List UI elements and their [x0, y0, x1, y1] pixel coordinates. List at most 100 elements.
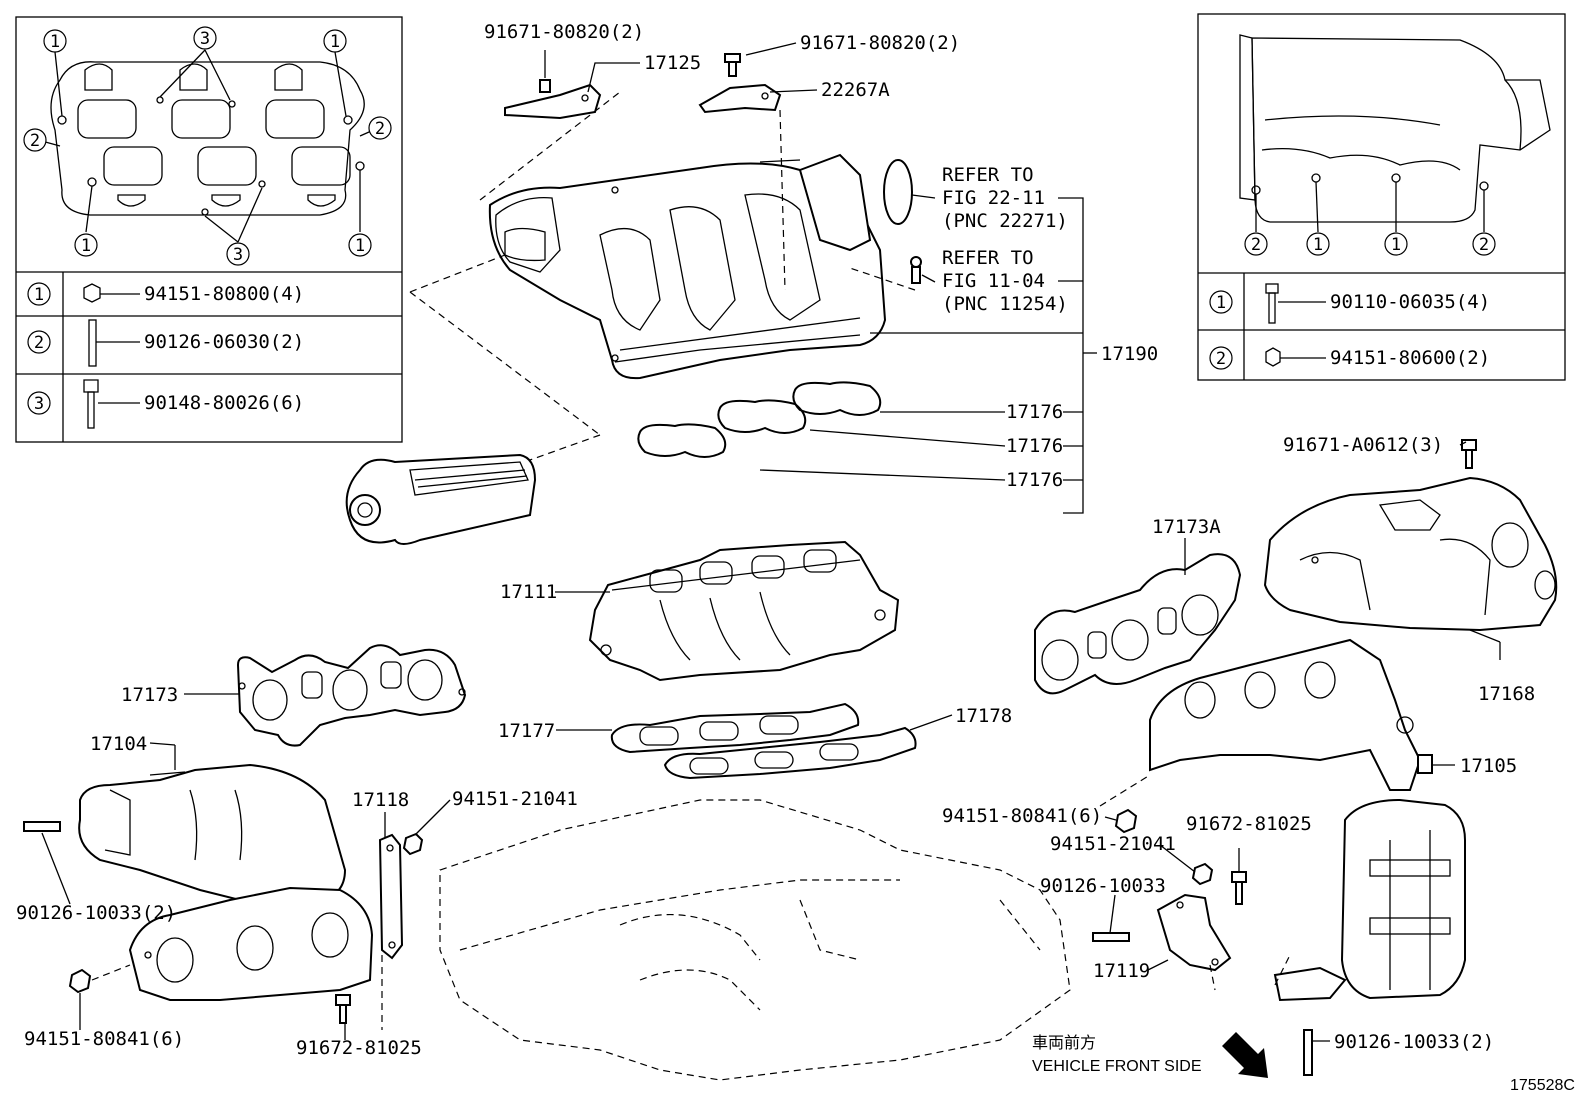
right-fasteners-drawing: [1092, 808, 1313, 1076]
svg-text:1: 1: [1216, 293, 1226, 313]
part-labels: 91671-80820(2) 91671-80820(2) 17125 2226…: [16, 21, 1575, 1094]
label-17118: 17118: [352, 789, 409, 811]
group-bracket-17190: [870, 197, 1097, 514]
svg-text:1: 1: [330, 32, 340, 52]
label-90126-10033-a: 90126-10033(2): [16, 902, 176, 924]
left-inset-panel: 1 3 1 2 2 1 3 1: [15, 16, 403, 443]
exhaust-manifold-left-drawing: [128, 886, 374, 1001]
bracket-17118-drawing: [378, 833, 404, 960]
svg-text:FIG 22-11: FIG 22-11: [942, 187, 1045, 209]
svg-text:1: 1: [355, 236, 365, 256]
label-17173A: 17173A: [1152, 516, 1221, 538]
label-17177: 17177: [498, 720, 555, 742]
label-17173: 17173: [121, 684, 178, 706]
pin-refer-11-04-drawing: [910, 256, 922, 284]
bracket-22267A-drawing: [698, 53, 782, 114]
label-17119: 17119: [1093, 960, 1150, 982]
label-94151-80841-a: 94151-80841(6): [24, 1028, 184, 1050]
label-17176-c: 17176: [1006, 469, 1063, 491]
right-inset-panel: 2 1 1 2 1 90110-06035(4) 2: [1197, 13, 1566, 381]
refer-note-22-11: REFER TO FIG 22-11 (PNC 22271): [942, 164, 1068, 232]
svg-text:REFER TO: REFER TO: [942, 247, 1034, 269]
label-91671-80820-a: 91671-80820(2): [484, 21, 644, 43]
bolt-91671-A0612-drawing: [1461, 439, 1477, 469]
label-17125: 17125: [644, 52, 701, 74]
refer-note-11-04: REFER TO FIG 11-04 (PNC 11254): [942, 247, 1068, 315]
svg-text:3: 3: [233, 245, 243, 265]
gasket-17173-drawing: [236, 644, 467, 747]
left-gasket-callout-4: 2: [23, 128, 47, 152]
left-gasket-callout-5: 2: [368, 116, 392, 140]
nut-icon: [83, 283, 101, 303]
direction-label-japanese: 車両前方: [1032, 1034, 1096, 1052]
svg-text:3: 3: [34, 394, 44, 414]
svg-text:1: 1: [81, 236, 91, 256]
label-91671-A0612: 91671-A0612(3): [1283, 434, 1443, 456]
svg-text:REFER TO: REFER TO: [942, 164, 1034, 186]
bracket-17119-drawing: [1156, 893, 1232, 972]
label-94151-80841-b: 94151-80841(6): [942, 805, 1102, 827]
left-legend-row-1: 1 94151-80800(4): [27, 282, 304, 306]
right-panel-callout-1: 2: [1244, 232, 1268, 256]
direction-label-english: VEHICLE FRONT SIDE: [1032, 1058, 1202, 1075]
assembly-lines: [91, 91, 1291, 1030]
label-94151-21041-a: 94151-21041: [452, 788, 578, 810]
label-17176-a: 17176: [1006, 401, 1063, 423]
svg-text:1: 1: [1313, 235, 1323, 255]
svg-text:3: 3: [200, 29, 210, 49]
left-gasket-callout-1: 1: [43, 29, 67, 53]
svg-text:(PNC 22271): (PNC 22271): [942, 210, 1068, 232]
bolt-icon: [1265, 283, 1279, 324]
diagram-id: 175528C: [1510, 1077, 1575, 1094]
left-gasket-callout-6: 1: [74, 233, 98, 257]
right-legend-row-2: 2 94151-80600(2): [1209, 346, 1490, 370]
label-17190: 17190: [1101, 343, 1158, 365]
gasket-17177-17178-drawing: [610, 702, 917, 780]
flange-bolt-icon: [83, 379, 99, 429]
gasket-17173A-drawing: [1034, 553, 1242, 695]
label-90126-10033-c: 90126-10033(2): [1334, 1031, 1494, 1053]
svg-text:1: 1: [1391, 235, 1401, 255]
leader-lines: [41, 42, 1501, 1042]
svg-text:1: 1: [50, 32, 60, 52]
throttle-actuator-drawing: [345, 453, 537, 545]
svg-text:2: 2: [375, 119, 385, 139]
right-panel-callout-3: 1: [1384, 232, 1408, 256]
right-panel-callout-2: 1: [1306, 232, 1330, 256]
stud-bolt-icon: [88, 319, 97, 367]
intake-manifold-17111-drawing: [588, 540, 900, 682]
engine-block-outline: [439, 799, 1071, 1081]
svg-text:1: 1: [34, 285, 44, 305]
left-gasket-callout-7: 3: [226, 242, 250, 266]
intake-gasket-drawing: [37, 49, 379, 243]
bracket-17125-drawing: [504, 79, 602, 120]
right-legend-row-1: 1 90110-06035(4): [1209, 283, 1490, 324]
svg-text:2: 2: [34, 333, 44, 353]
label-17105: 17105: [1460, 755, 1517, 777]
left-legend-row-2: 2 90126-06030(2): [27, 319, 304, 367]
left-gasket-callout-3: 1: [323, 29, 347, 53]
svg-text:94151-80600(2): 94151-80600(2): [1330, 347, 1490, 369]
gasket-17176-drawing: [637, 381, 882, 458]
label-17178: 17178: [955, 705, 1012, 727]
exhaust-manifold-17105-drawing: [1149, 638, 1433, 791]
svg-text:FIG 11-04: FIG 11-04: [942, 270, 1045, 292]
label-90126-10033-b: 90126-10033: [1040, 875, 1166, 897]
heat-insulator-drawing: [1239, 34, 1551, 233]
label-91671-80820-b: 91671-80820(2): [800, 32, 960, 54]
label-17111: 17111: [500, 581, 557, 603]
intake-manifold-drawing: [488, 153, 913, 380]
svg-text:90148-80026(6): 90148-80026(6): [144, 392, 304, 414]
right-panel-callout-4: 2: [1472, 232, 1496, 256]
catalytic-converter-right-drawing: [1273, 798, 1466, 1002]
svg-text:2: 2: [30, 131, 40, 151]
svg-text:(PNC 11254): (PNC 11254): [942, 293, 1068, 315]
label-91672-81025-b: 91672-81025: [1186, 813, 1312, 835]
label-17176-b: 17176: [1006, 435, 1063, 457]
label-22267A: 22267A: [821, 79, 890, 101]
front-direction-arrow-icon: [1222, 1032, 1268, 1078]
label-94151-21041-b: 94151-21041: [1050, 833, 1176, 855]
label-91672-81025-a: 91672-81025: [296, 1037, 422, 1059]
nut-icon: [1265, 347, 1281, 367]
